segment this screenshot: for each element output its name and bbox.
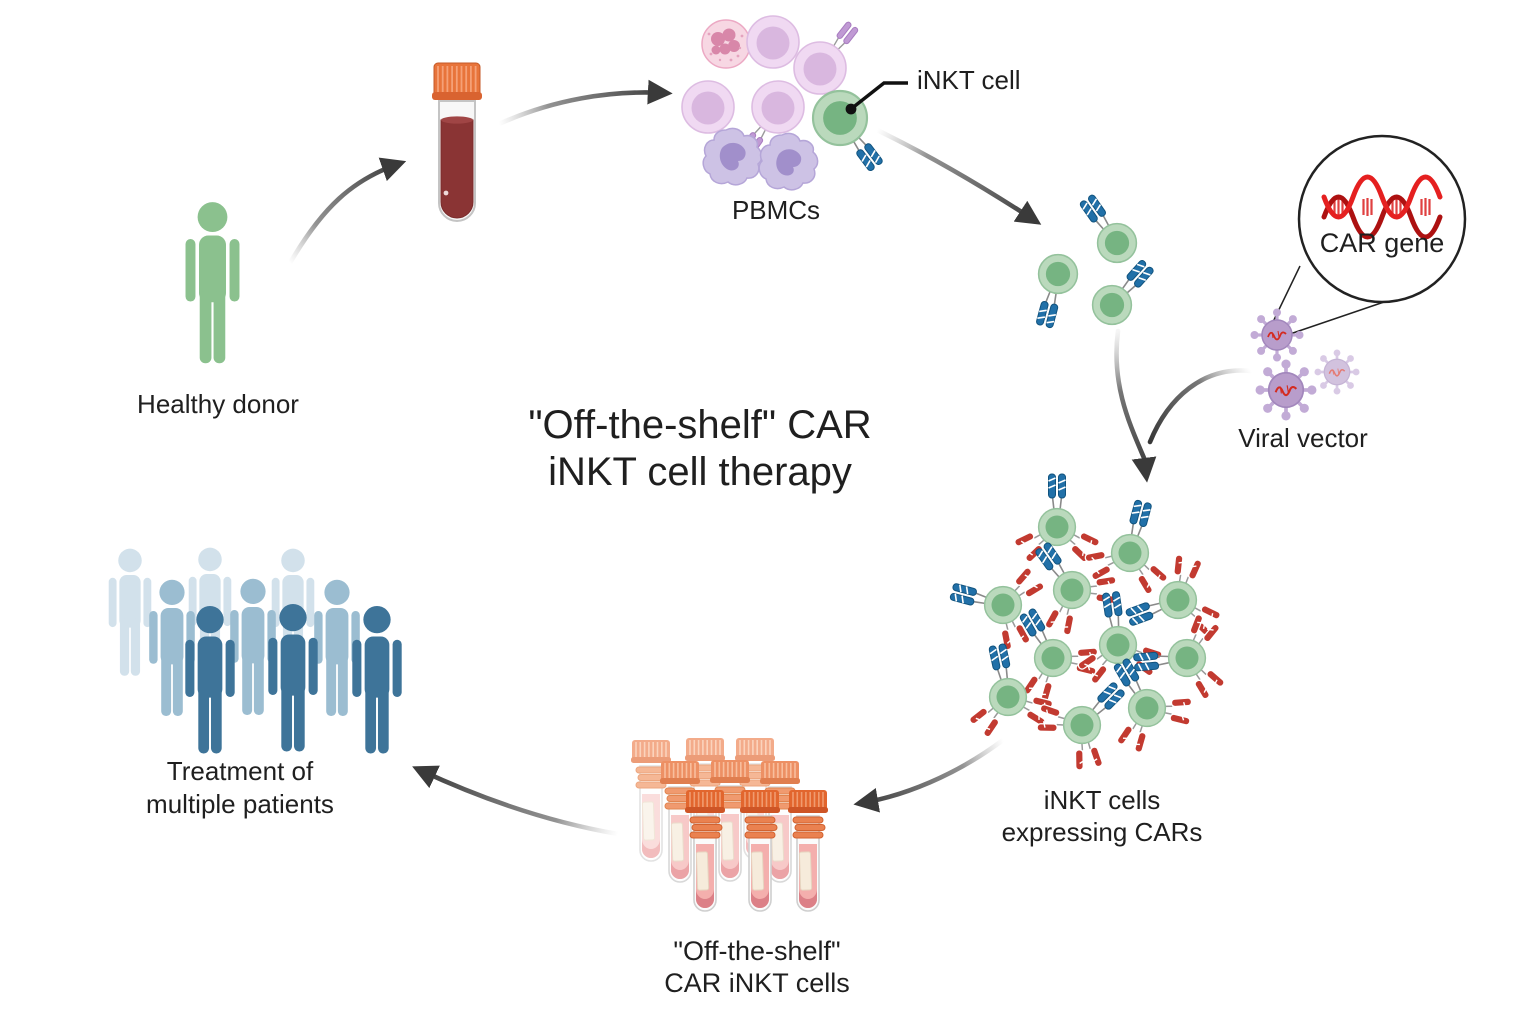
diagram-title-line2: iNKT cell therapy — [548, 450, 852, 494]
car-inkt-cells-label-line1: iNKT cells — [1043, 785, 1161, 815]
monocyte-icon — [702, 127, 763, 186]
lymphocyte-with-receptor-icon — [793, 20, 860, 95]
inkt-cell-icon — [1035, 253, 1079, 330]
arrow-cells-to-transduced — [1114, 328, 1157, 483]
healthy-donor-person-icon — [185, 202, 240, 364]
car-inkt-cell-cluster — [948, 473, 1227, 772]
pbmcs-label: PBMCs — [731, 195, 821, 225]
diagram-title-line1: "Off-the-shelf" CAR — [528, 403, 872, 447]
viral-vector-group — [1248, 134, 1467, 423]
healthy-donor-label: Healthy donor — [137, 389, 299, 419]
inkt-callout-pointer — [845, 81, 908, 115]
viral-vector-label: Viral vector — [1238, 423, 1368, 453]
cryovial-rack-icon — [630, 737, 829, 912]
blood-collection-tube-icon — [432, 62, 482, 222]
flow-arrows — [287, 79, 1254, 837]
lymphocyte-icon — [681, 80, 735, 134]
car-inkt-cell-icon — [948, 565, 1047, 653]
patient-group-icon — [108, 547, 402, 754]
inkt-cell-icon — [1091, 258, 1156, 326]
dna-helix-icon — [1321, 174, 1443, 240]
car-gene-label: CAR gene — [1319, 228, 1445, 258]
monocyte-icon — [758, 132, 819, 191]
pbmc-cell-cluster — [681, 15, 908, 191]
off-the-shelf-label-line2: CAR iNKT cells — [664, 968, 850, 998]
treatment-label-line1: Treatment of — [166, 756, 314, 786]
treatment-label-line2: multiple patients — [146, 789, 334, 819]
cryovial-icon — [630, 739, 672, 862]
virus-particle-icon — [1313, 348, 1361, 396]
virus-particle-icon — [1248, 306, 1306, 364]
inkt-cell-icon — [811, 89, 885, 173]
arrow-tube-to-pbmcs — [496, 79, 673, 127]
car-inkt-cell-icon — [1011, 473, 1103, 565]
car-inkt-cell-icon — [1132, 611, 1227, 702]
car-inkt-cells-label-line2: expressing CARs — [1001, 817, 1203, 847]
car-inkt-cell-icon — [1018, 607, 1100, 705]
lymphocyte-icon — [746, 15, 800, 69]
cryovial-icon — [787, 789, 829, 912]
neutrophil-icon — [701, 19, 751, 69]
patient-person-icon — [108, 548, 152, 676]
inkt-cell-callout-label: iNKT cell — [917, 65, 1021, 95]
inkt-cell-icon — [1078, 193, 1138, 264]
arrow-vials-to-patients — [412, 765, 621, 837]
arrow-vector-branch — [1147, 368, 1254, 445]
isolated-inkt-cells — [1035, 193, 1156, 330]
virus-particle-icon — [1253, 357, 1319, 423]
off-the-shelf-label-line1: "Off-the-shelf" — [673, 936, 841, 966]
arrow-donor-to-tube — [287, 157, 407, 266]
arrow-inkt-to-isolated-cells — [874, 127, 1042, 225]
arrow-transduced-to-vials — [853, 737, 1006, 813]
